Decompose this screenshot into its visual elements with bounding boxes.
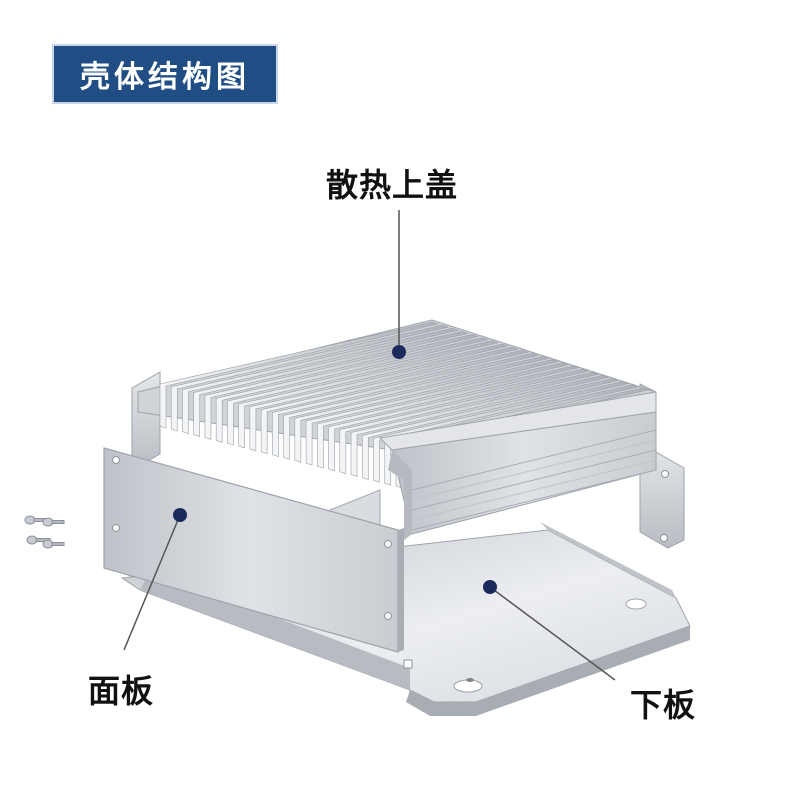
top-cover-marker: [392, 345, 406, 359]
screws: [25, 516, 64, 548]
front-panel-marker: [173, 508, 187, 522]
front-panel: [104, 448, 412, 668]
bottom-plate-label: 下板: [630, 680, 696, 726]
bottom-plate-marker: [483, 580, 497, 594]
front-panel-label: 面板: [88, 666, 154, 712]
top-cover-label: 散热上盖: [326, 160, 458, 206]
